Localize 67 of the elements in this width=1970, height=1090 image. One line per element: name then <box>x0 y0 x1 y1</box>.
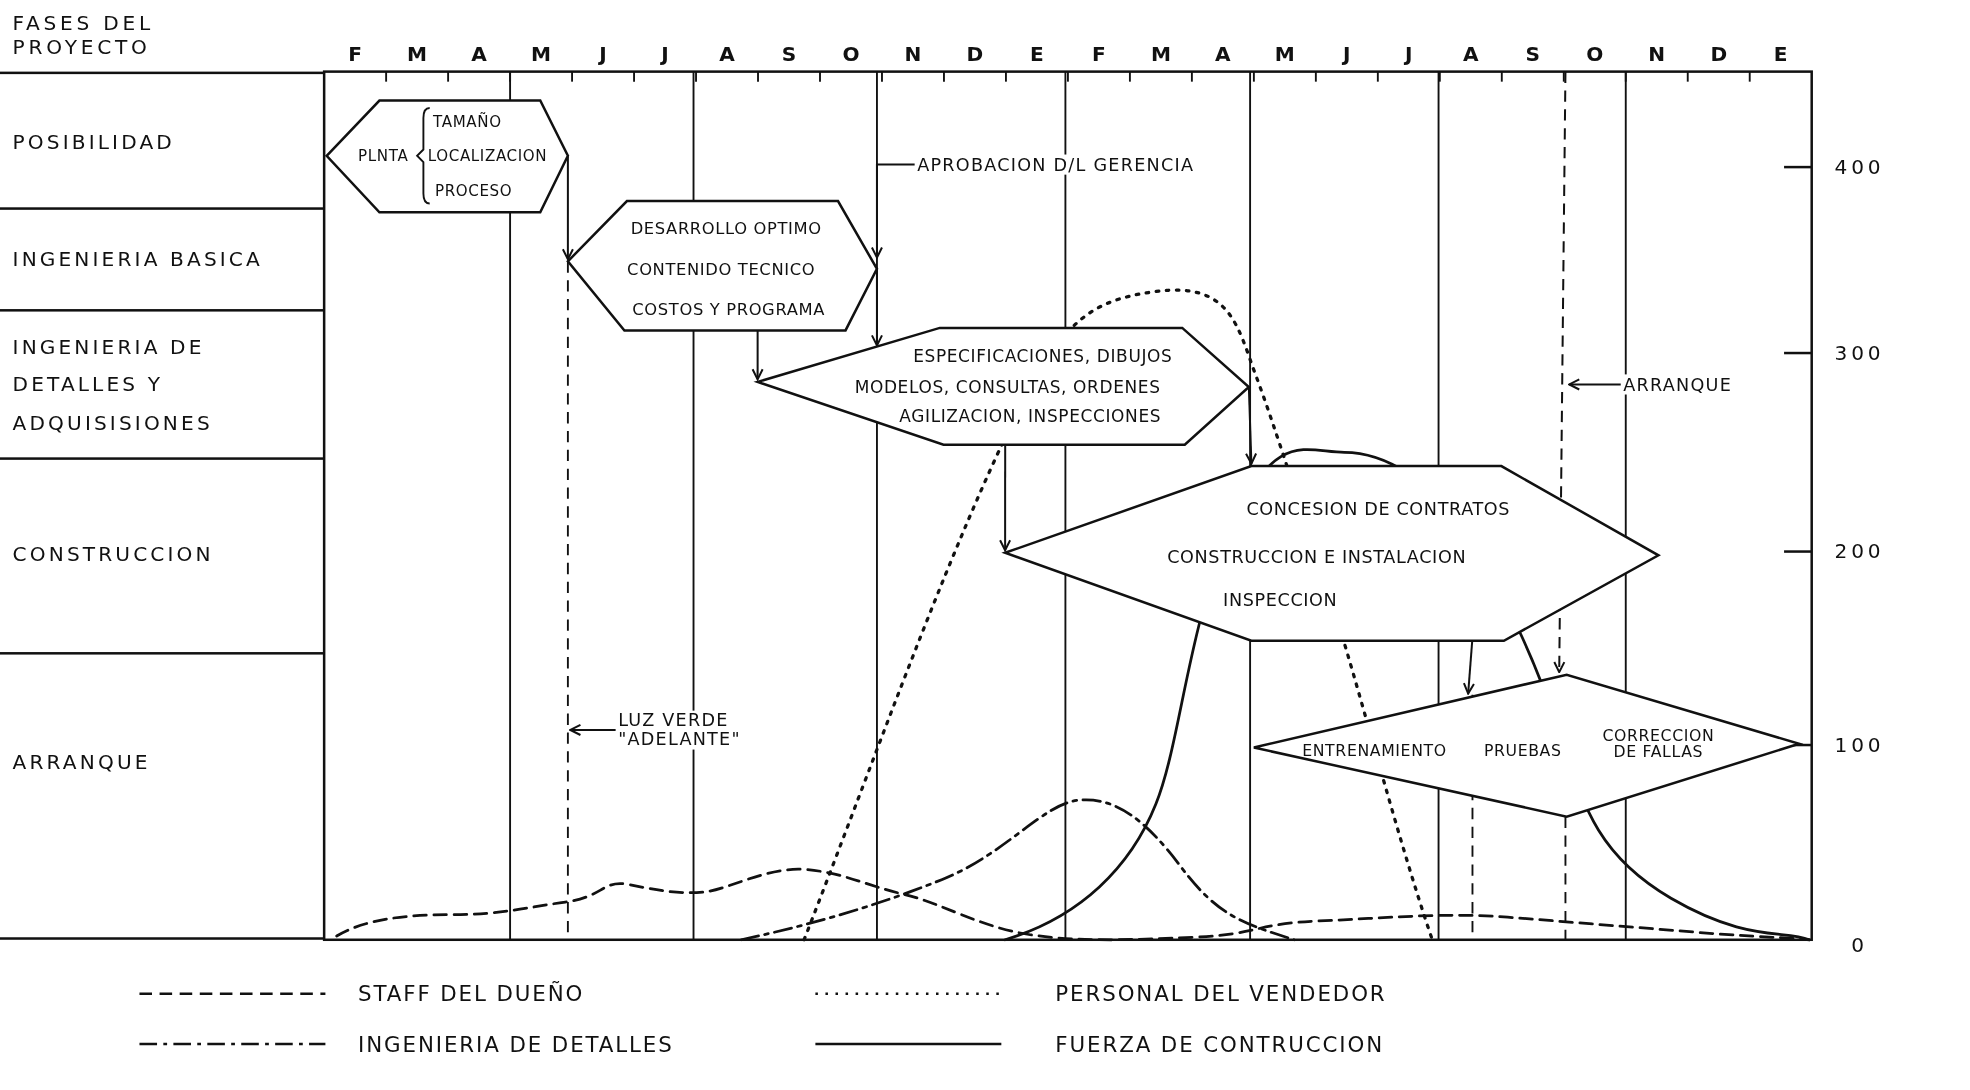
activity-hexagon <box>326 100 568 213</box>
activity-text: PLNTA <box>358 147 409 165</box>
month-label: E <box>1773 42 1788 66</box>
activity-text: CONCESION DE CONTRATOS <box>1246 498 1511 519</box>
month-label: J <box>1405 42 1413 66</box>
activity-text: ESPECIFICACIONES, DIBUJOS <box>913 345 1173 366</box>
month-label: A <box>1215 42 1231 66</box>
arrow <box>751 330 764 381</box>
month-label: F <box>348 42 362 66</box>
month-label: N <box>1648 42 1666 66</box>
activity-text: PRUEBAS <box>1483 740 1562 760</box>
month-label: A <box>1463 42 1479 66</box>
arrow <box>1245 386 1258 465</box>
activity-text: LOCALIZACION <box>427 147 548 165</box>
activity-text: AGILIZACION, INSPECCIONES <box>899 405 1162 426</box>
month-label: O <box>842 42 860 66</box>
activity-text: TAMAÑO <box>433 113 502 131</box>
legend-label: INGENIERIA DE DETALLES <box>358 1031 674 1057</box>
month-label: J <box>599 42 607 66</box>
phase-cell <box>0 71 325 210</box>
activity-text: PROCESO <box>435 182 513 200</box>
axis-tick-label: 200 <box>1834 539 1885 564</box>
phase-name: ARRANQUE <box>12 748 152 776</box>
month-label: F <box>1092 42 1106 66</box>
month-label: N <box>904 42 922 66</box>
month-label: S <box>781 42 797 66</box>
arrow <box>1462 640 1475 695</box>
month-label: M <box>531 42 552 66</box>
month-label: O <box>1586 42 1604 66</box>
month-label: M <box>407 42 428 66</box>
month-label: A <box>471 42 487 66</box>
axis-tick-label: 400 <box>1834 155 1885 180</box>
axis-tick-label: 100 <box>1834 733 1885 757</box>
axis-tick-label: 0 <box>1851 932 1868 957</box>
activity-text: ENTRENAMIENTO <box>1302 740 1447 760</box>
month-label: M <box>1274 42 1295 66</box>
month-label: S <box>1525 42 1541 66</box>
activity-text: CONSTRUCCION E INSTALACION <box>1167 546 1467 567</box>
legend-label: FUERZA DE CONTRUCCION <box>1055 1031 1385 1057</box>
phase-name: INGENIERIA DE DETALLES Y ADQUISISIONES <box>12 333 214 437</box>
activity-text: CORRECCION DE FALLAS <box>1601 727 1716 761</box>
arrow <box>999 444 1012 552</box>
activity-hexagon <box>567 201 877 331</box>
activity-text: CONTENIDO TECNICO <box>627 259 816 279</box>
axis-tick-label: 300 <box>1834 341 1885 365</box>
activity-text: COSTOS Y PROGRAMA <box>632 299 826 319</box>
month-label: E <box>1030 42 1044 66</box>
arrow <box>569 723 616 736</box>
month-label: D <box>1710 42 1728 66</box>
activity-text: INSPECCION <box>1223 589 1338 610</box>
phase-name: INGENIERIA BASICA <box>12 246 264 274</box>
arrow <box>1568 378 1621 391</box>
column-header: FASES DEL PROYECTO <box>12 11 155 60</box>
month-label: M <box>1150 42 1171 66</box>
milestone-label: ARRANQUE <box>1623 374 1733 395</box>
phase-name: POSIBILIDAD <box>12 129 176 157</box>
activity-text: DESARROLLO OPTIMO <box>630 219 822 239</box>
arrow <box>870 163 915 259</box>
month-label: J <box>661 42 669 66</box>
legend-label: STAFF DEL DUEÑO <box>358 981 585 1007</box>
month-label: A <box>719 42 735 66</box>
phase-name: CONSTRUCCION <box>12 541 215 569</box>
month-label: D <box>966 42 984 66</box>
month-label: J <box>1343 42 1351 66</box>
activity-text: MODELOS, CONSULTAS, ORDENES <box>854 376 1161 397</box>
milestone-label: APROBACION D/L GERENCIA <box>917 154 1195 175</box>
legend-label: PERSONAL DEL VENDEDOR <box>1055 981 1387 1007</box>
